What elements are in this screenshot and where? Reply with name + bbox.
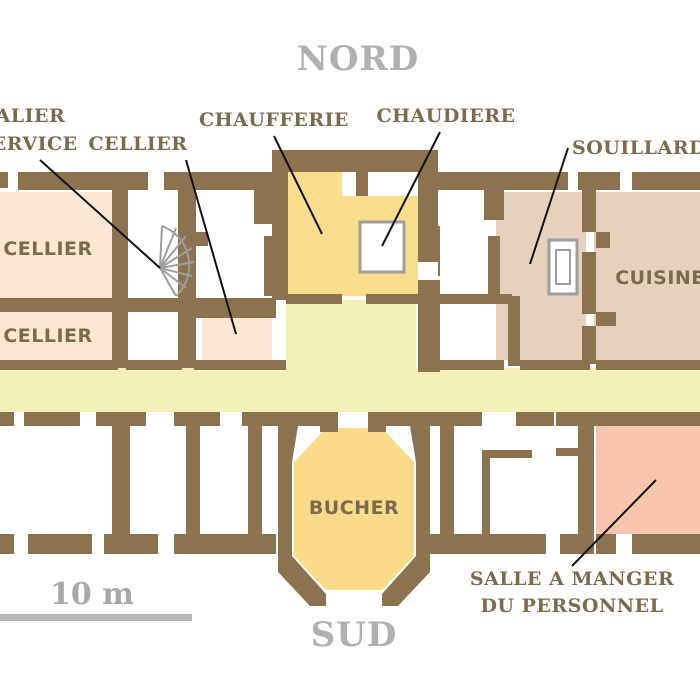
spiral-staircase-icon — [159, 225, 195, 297]
escalier-leader — [39, 159, 161, 269]
chaufferie-callout-label: CHAUFFERIE — [199, 109, 349, 131]
chaufferie-room — [286, 172, 342, 296]
bucher-room — [294, 428, 414, 590]
souillarde-callout-label: SOUILLARDE — [572, 137, 700, 159]
scale-label: 10 m — [50, 577, 134, 612]
cellier-leader — [185, 159, 237, 335]
salle-leader — [571, 479, 657, 567]
sink-basin — [555, 249, 571, 285]
bucher-label: BUCHER — [309, 497, 399, 519]
cellier-left-bottom-room — [0, 312, 112, 364]
south-label: SUD — [311, 615, 398, 655]
salle-callout-label-line2: DU PERSONNEL — [480, 595, 663, 617]
cuisine-room — [594, 192, 700, 360]
cellier-left-bottom-label: CELLIER — [3, 325, 92, 347]
cellier-small-room — [202, 318, 272, 362]
chaufferie-leader — [273, 135, 323, 235]
walls — [0, 150, 700, 606]
cuisine-label: CUISINE — [615, 267, 700, 289]
souillarde-leader — [529, 147, 569, 265]
leader-lines — [39, 131, 657, 567]
scale-bar — [0, 614, 192, 621]
chaudiere-callout-label: CHAUDIERE — [376, 105, 515, 127]
cellier-left-top-room — [0, 192, 112, 300]
north-label: NORD — [297, 39, 419, 79]
escalier-label-line2: DE SERVICE — [0, 133, 78, 155]
door-opening — [418, 262, 438, 280]
escalier-label-line1: ESCALIER — [0, 105, 65, 127]
salle-callout-label-line1: SALLE A MANGER — [470, 568, 674, 590]
chaudiere-leader — [381, 131, 441, 247]
sink — [547, 238, 579, 296]
salle-a-manger-room — [596, 426, 700, 534]
cellier-callout-label: CELLIER — [89, 133, 188, 155]
corridor-center — [286, 300, 416, 370]
chaudiere-box — [358, 220, 406, 274]
cellier-left-top-label: CELLIER — [3, 238, 92, 260]
room-fills — [0, 172, 700, 590]
corridor — [0, 368, 700, 412]
